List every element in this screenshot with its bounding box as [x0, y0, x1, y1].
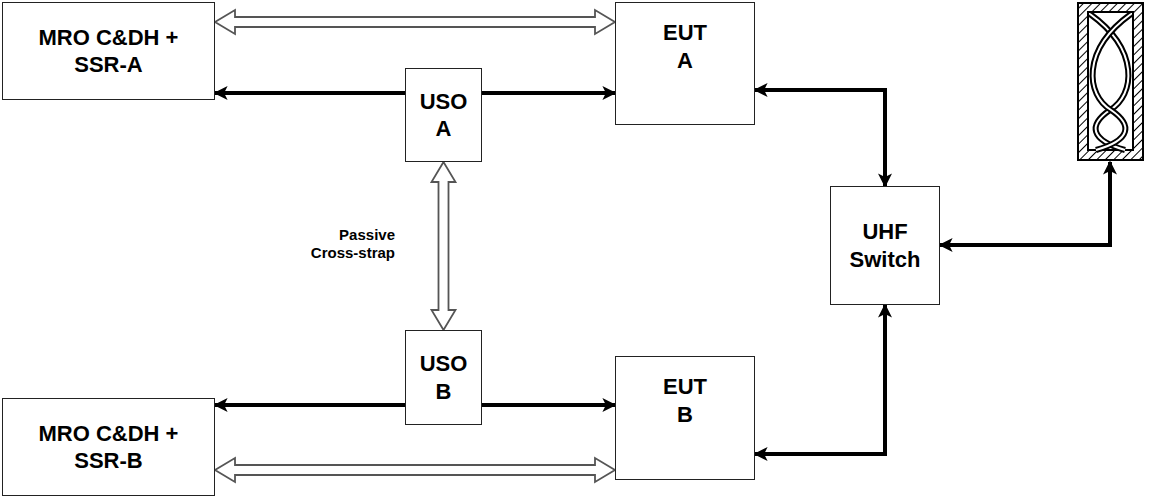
- edge-label: Passive Cross-strap: [300, 226, 395, 262]
- signal-arrow: [755, 90, 885, 186]
- transceiver-box: EUT B: [615, 356, 755, 480]
- helix-antenna: [1078, 3, 1143, 160]
- signal-arrow: [215, 91, 405, 95]
- box-label: UHF Switch: [835, 218, 935, 273]
- bus-arrow: [432, 162, 456, 330]
- bus-arrow: [215, 10, 615, 34]
- signal-arrow: [755, 305, 885, 454]
- signal-arrow: [215, 403, 405, 407]
- computer-box: MRO C&DH + SSR-A: [2, 2, 215, 100]
- transceiver-box: EUT A: [615, 2, 755, 125]
- oscillator-box: USO B: [405, 330, 482, 425]
- oscillator-box: USO A: [405, 68, 482, 162]
- box-label: EUT B: [658, 373, 712, 428]
- box-label: MRO C&DH + SSR-A: [29, 24, 189, 79]
- signal-arrow: [482, 91, 615, 95]
- box-label: EUT A: [658, 19, 712, 74]
- computer-box: MRO C&DH + SSR-B: [2, 398, 215, 496]
- connectors: [215, 10, 885, 482]
- box-label: MRO C&DH + SSR-B: [29, 420, 189, 475]
- antenna-feed-line: [940, 162, 1110, 245]
- helix-wire-core: [1093, 14, 1131, 150]
- switch-box: UHF Switch: [830, 186, 940, 305]
- signal-arrow: [482, 403, 615, 407]
- helix-wire: [1093, 14, 1131, 150]
- box-label: USO B: [417, 350, 471, 405]
- antenna-tube: [1078, 3, 1143, 160]
- box-label: USO A: [417, 88, 471, 143]
- bus-arrow: [215, 458, 615, 482]
